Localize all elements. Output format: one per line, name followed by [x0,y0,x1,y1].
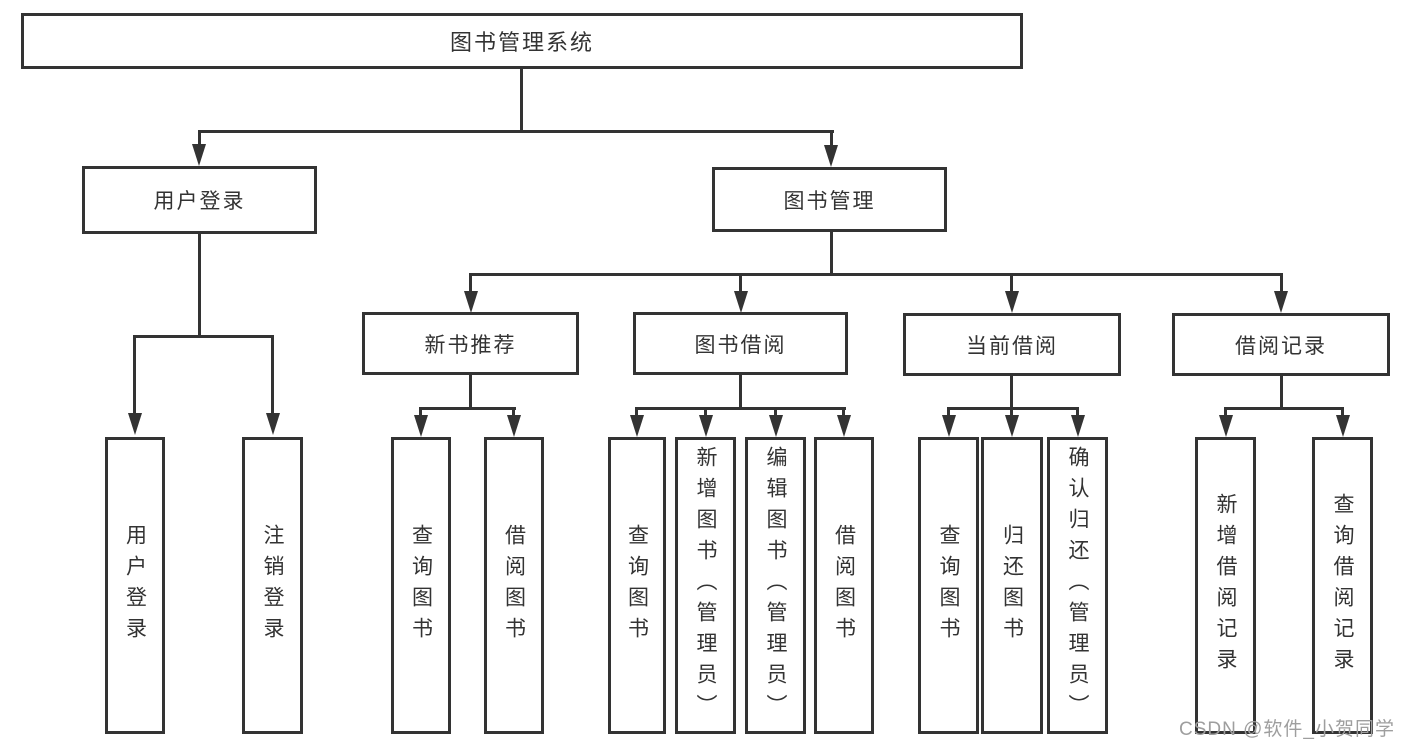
arrowhead-icon [699,415,713,437]
node-book-management: 图书管理 [712,167,947,232]
leaf-confirm-return-admin: 确认归还（管理员） [1047,437,1108,734]
leaf-query-books-current: 查询图书 [918,437,979,734]
node-label: 借阅记录 [1235,334,1327,358]
node-label: 借阅图书 [502,523,526,648]
leaf-query-books-recommend: 查询图书 [391,437,451,734]
arrowhead-icon [464,291,478,313]
connector-line [133,335,274,338]
leaf-logout: 注销登录 [242,437,303,734]
arrowhead-icon [1071,415,1085,437]
connector-line [947,407,1079,410]
connector-line [198,234,201,335]
connector-line [512,407,515,417]
node-label: 当前借阅 [966,334,1058,358]
node-label: 确认归还（管理员） [1066,446,1089,725]
connector-line [469,273,472,292]
arrowhead-icon [266,413,280,435]
connector-line [1280,273,1283,292]
connector-line [1010,273,1013,292]
arrowhead-icon [769,415,783,437]
connector-line [842,407,845,417]
connector-line [739,375,742,407]
arrowhead-icon [630,415,644,437]
node-label: 借阅图书 [832,523,856,648]
leaf-query-books-borrow: 查询图书 [608,437,666,734]
connector-line [739,273,742,292]
connector-line [419,407,422,417]
connector-line [520,69,523,130]
connector-line [1224,407,1344,410]
connector-line [1010,376,1013,407]
node-label: 编辑图书（管理员） [764,446,787,725]
node-label: 注销登录 [261,523,284,648]
arrowhead-icon [1274,291,1288,313]
node-user-login-branch: 用户登录 [82,166,317,234]
connector-line [1076,407,1079,417]
node-label: 查询图书 [937,523,960,648]
connector-line [1010,407,1013,417]
connector-line [635,407,638,417]
connector-line [774,407,777,417]
arrowhead-icon [824,145,838,167]
connector-line [1280,376,1283,407]
node-current-borrowing: 当前借阅 [903,313,1121,376]
csdn-watermark: CSDN @软件_小贺同学 [1179,719,1395,740]
node-borrowing-records: 借阅记录 [1172,313,1390,376]
connector-line [198,130,834,133]
connector-line [830,232,833,273]
node-label: 查询图书 [409,523,433,648]
arrowhead-icon [1005,291,1019,313]
leaf-borrow-books: 借阅图书 [814,437,874,734]
leaf-add-books-admin: 新增图书（管理员） [675,437,736,734]
connector-line [830,130,833,146]
node-label: 图书管理 [783,189,876,213]
connector-line [1341,407,1344,417]
connector-line [198,130,201,146]
node-label: 新增图书（管理员） [694,446,717,725]
arrowhead-icon [507,415,521,437]
node-label: 归还图书 [1000,523,1024,648]
leaf-add-borrow-record: 新增借阅记录 [1195,437,1256,734]
arrowhead-icon [1005,415,1019,437]
leaf-query-borrow-record: 查询借阅记录 [1312,437,1373,734]
connector-line [636,407,846,410]
node-label: 查询借阅记录 [1331,492,1354,679]
arrowhead-icon [734,291,748,313]
node-label: 新增借阅记录 [1214,492,1237,679]
leaf-edit-books-admin: 编辑图书（管理员） [745,437,806,734]
leaf-return-books: 归还图书 [981,437,1043,734]
arrowhead-icon [837,415,851,437]
connector-line [704,407,707,417]
arrowhead-icon [1336,415,1350,437]
connector-line [1224,407,1227,417]
node-label: 新书推荐 [424,333,517,357]
connector-line [271,335,274,415]
arrowhead-icon [128,413,142,435]
node-book-borrowing: 图书借阅 [633,312,848,375]
node-library-management-system: 图书管理系统 [21,13,1023,69]
connector-line [469,273,1283,276]
node-label: 用户登录 [153,190,246,213]
connector-line [469,375,472,407]
node-label: 图书借阅 [694,333,787,357]
leaf-user-login: 用户登录 [105,437,165,734]
node-new-book-recommendation: 新书推荐 [362,312,579,375]
arrowhead-icon [1219,415,1233,437]
node-label: 查询图书 [625,523,649,648]
connector-line [420,407,516,410]
arrowhead-icon [942,415,956,437]
node-label: 图书管理系统 [449,30,594,55]
node-label: 用户登录 [123,523,147,648]
connector-line [947,407,950,417]
connector-line [133,335,136,415]
arrowhead-icon [192,144,206,166]
arrowhead-icon [414,415,428,437]
leaf-borrow-books-recommend: 借阅图书 [484,437,544,734]
